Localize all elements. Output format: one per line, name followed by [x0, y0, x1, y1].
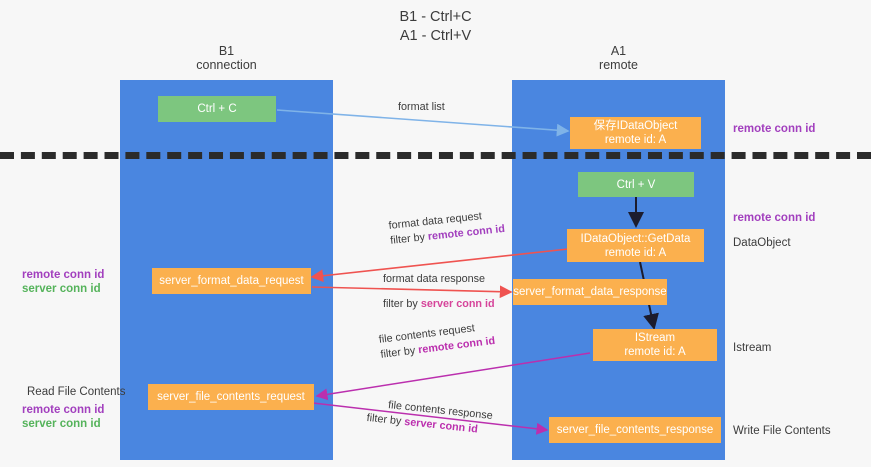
node-istream-line1: IStream — [634, 332, 676, 344]
node-istream[interactable]: IStream remote id: A — [593, 329, 717, 361]
annotation-dataobject: DataObject — [733, 237, 791, 249]
filter-prefix: filter by — [366, 411, 402, 428]
annotation-left-bottom-remote-conn-id: remote conn id — [22, 404, 105, 416]
node-save-idataobject-line1: 保存IDataObject — [593, 120, 678, 132]
lane-header-b1: B1 connection — [120, 44, 333, 72]
node-server-format-data-response[interactable]: server_format_data_response — [513, 279, 667, 305]
node-server-format-data-request-label: server_format_data_request — [159, 275, 304, 287]
node-save-idataobject[interactable]: 保存IDataObject remote id: A — [570, 117, 701, 149]
lane-a1-role: remote — [599, 58, 638, 72]
title-line-2: A1 - Ctrl+V — [399, 28, 472, 44]
node-getdata[interactable]: IDataObject::GetData remote id: A — [567, 229, 704, 262]
node-ctrl-c-label: Ctrl + C — [197, 103, 237, 115]
edge-label-format-list: format list — [398, 101, 445, 113]
lane-b1-name: B1 — [218, 44, 235, 58]
lane-header-a1: A1 remote — [512, 44, 725, 72]
node-server-file-contents-response[interactable]: server_file_contents_response — [549, 417, 721, 443]
diagram-title: B1 - Ctrl+C A1 - Ctrl+V — [0, 8, 871, 46]
annotation-right-mid-conn-id: remote conn id — [733, 212, 816, 224]
filter-key-server-conn-id: server conn id — [420, 298, 495, 310]
filter-prefix: filter by — [379, 344, 416, 361]
lane-a1-name: A1 — [610, 44, 627, 58]
node-server-file-contents-response-label: server_file_contents_response — [556, 424, 714, 436]
lane-b1-role: connection — [196, 58, 257, 72]
node-ctrl-v-label: Ctrl + V — [616, 178, 656, 191]
edge-label-file-contents-response: file contents response filter by server … — [366, 396, 493, 439]
title-line-1: B1 - Ctrl+C — [399, 9, 472, 25]
annotation-write-file-contents: Write File Contents — [733, 425, 831, 437]
annotation-istream: Istream — [733, 342, 772, 354]
annotation-left-mid-server-conn-id: server conn id — [22, 283, 101, 295]
edge-label-format-data-response: format data response filter by server co… — [383, 272, 495, 312]
node-getdata-line1: IDataObject::GetData — [580, 232, 691, 245]
filter-prefix: filter by — [389, 231, 426, 247]
node-server-file-contents-request[interactable]: server_file_contents_request — [148, 384, 314, 410]
node-getdata-line2: remote id: A — [604, 246, 667, 259]
annotation-read-file-contents: Read File Contents — [27, 386, 126, 398]
filter-prefix: filter by — [383, 298, 418, 310]
edge-label-format-data-request: format data request filter by remote con… — [388, 207, 506, 249]
node-ctrl-v[interactable]: Ctrl + V — [578, 172, 694, 197]
annotation-left-mid-remote-conn-id: remote conn id — [22, 269, 105, 281]
node-server-format-data-response-label: server_format_data_response — [513, 286, 667, 298]
annotation-left-bottom-server-conn-id: server conn id — [22, 418, 101, 430]
edge-format-data-response-filter: filter by server conn id — [383, 297, 495, 312]
node-server-file-contents-request-label: server_file_contents_request — [157, 391, 305, 403]
node-server-format-data-request[interactable]: server_format_data_request — [152, 268, 311, 294]
section-divider — [0, 152, 871, 159]
annotation-right-top-conn-id: remote conn id — [733, 123, 816, 135]
node-save-idataobject-line2: remote id: A — [604, 134, 667, 146]
edge-format-data-response-title: format data response — [383, 273, 486, 285]
edge-label-file-contents-request: file contents request filter by remote c… — [378, 319, 496, 363]
node-ctrl-c[interactable]: Ctrl + C — [158, 96, 276, 122]
node-istream-line2: remote id: A — [624, 346, 686, 358]
